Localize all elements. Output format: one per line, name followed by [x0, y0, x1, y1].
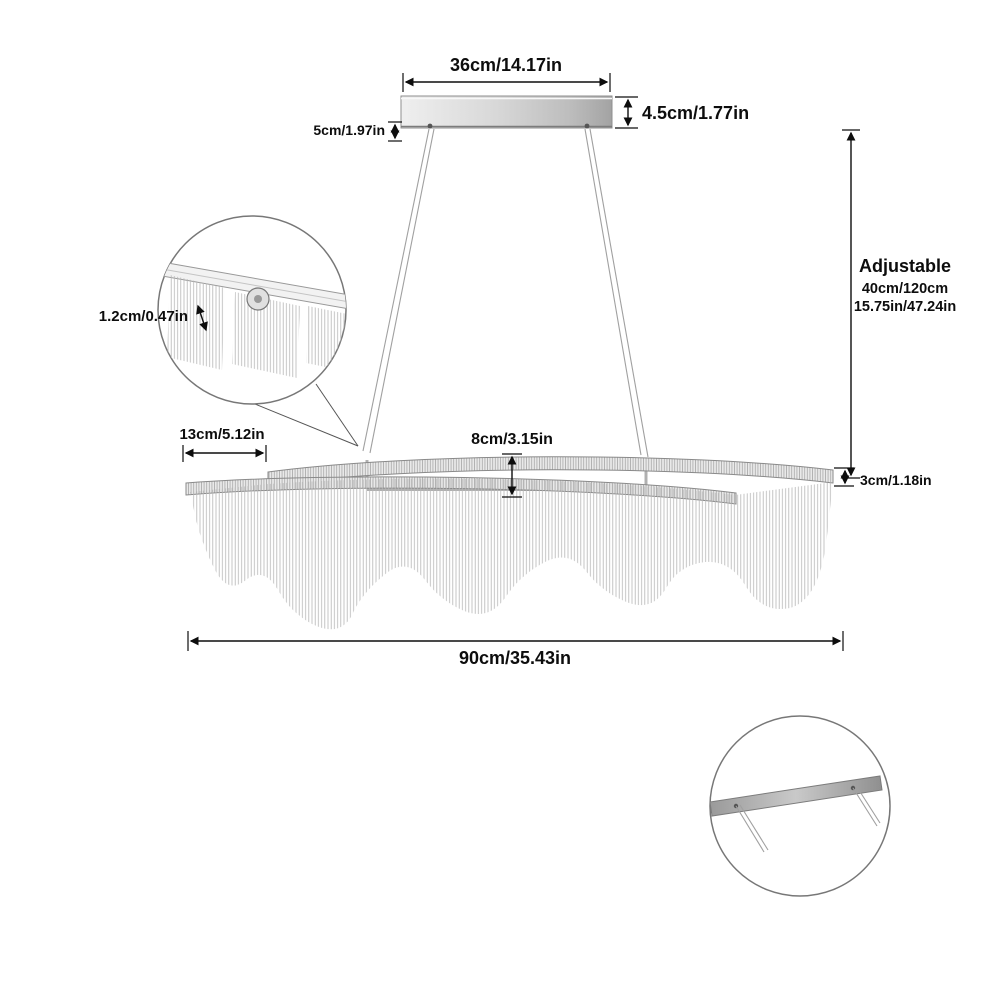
dim-canopy-height: 4.5cm/1.77in — [615, 96, 749, 129]
dim-drop-offset: 5cm/1.97in — [313, 121, 402, 142]
canopy-underside-bar — [710, 775, 883, 817]
dim-left-overhang: 13cm/5.12in — [179, 426, 267, 462]
label-left-overhang: 13cm/5.12in — [179, 426, 264, 443]
label-drop-offset: 5cm/1.97in — [313, 122, 385, 138]
label-ring-height: 3cm/1.18in — [860, 472, 932, 488]
canopy-hook-right — [584, 123, 590, 129]
label-adjustable-title: Adjustable — [859, 256, 951, 276]
callout-ring-detail: 1.2cm/0.47in — [99, 215, 359, 447]
label-adjustable-cm: 40cm/120cm — [862, 281, 948, 297]
ring-band-upper — [267, 456, 834, 486]
suspension-wires — [362, 128, 649, 458]
label-canopy-width: 36cm/14.17in — [450, 55, 562, 75]
hanging-fringe — [190, 478, 833, 630]
dim-adjustable: Adjustable 40cm/120cm 15.75in/47.24in — [842, 129, 956, 479]
label-ring-gap: 8cm/3.15in — [471, 431, 553, 448]
callout-canopy-detail — [709, 715, 891, 897]
label-total-width: 90cm/35.43in — [459, 648, 571, 668]
dim-total-width: 90cm/35.43in — [187, 631, 844, 668]
canopy-hook-left — [427, 123, 433, 129]
dim-ring-height: 3cm/1.18in — [834, 467, 932, 488]
label-canopy-height: 4.5cm/1.77in — [642, 103, 749, 123]
label-adjustable-in: 15.75in/47.24in — [854, 299, 956, 315]
label-chain-thickness: 1.2cm/0.47in — [99, 308, 188, 325]
dim-ring-gap: 8cm/3.15in — [471, 431, 553, 498]
ceiling-canopy — [400, 95, 613, 129]
dim-canopy-width: 36cm/14.17in — [402, 55, 611, 92]
